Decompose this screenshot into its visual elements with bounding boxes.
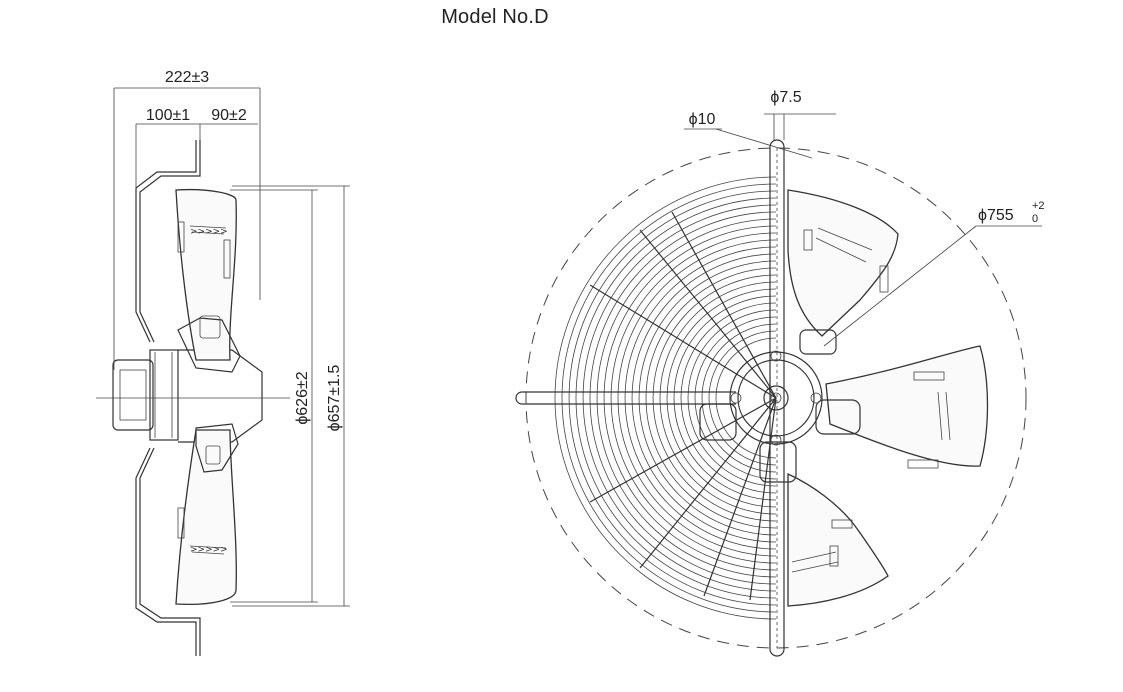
dim-ring-tol-lower: 0 bbox=[1032, 213, 1038, 225]
guard-ring bbox=[575, 197, 777, 599]
guard-ring bbox=[603, 225, 777, 571]
svg-text:>>>>>: >>>>> bbox=[190, 227, 228, 237]
guard-rings bbox=[554, 176, 777, 620]
dim-inner-diameter: ϕ626±2 bbox=[294, 371, 311, 424]
guard-ring bbox=[652, 274, 777, 522]
guard-ring bbox=[673, 295, 777, 501]
guard-ring bbox=[638, 260, 777, 536]
guard-ring bbox=[708, 330, 777, 466]
guard-ring bbox=[582, 204, 777, 592]
guard-ring bbox=[666, 288, 777, 508]
dim-outer-diameter: ϕ657±1.5 bbox=[326, 365, 343, 432]
dim-width-a: 100±1 bbox=[146, 107, 190, 124]
guard-ring bbox=[715, 337, 777, 459]
svg-text:>>>>>: >>>>> bbox=[190, 545, 228, 555]
dim-hole-diameter: ϕ10 bbox=[689, 111, 716, 128]
guard-ring bbox=[631, 253, 777, 543]
front-view: ϕ7.5 ϕ10 ϕ755 +2 0 bbox=[515, 89, 1045, 657]
dim-total-width: 222±3 bbox=[165, 69, 209, 86]
guard-ring bbox=[687, 309, 777, 487]
guard-ring bbox=[617, 239, 777, 557]
guard-ring bbox=[701, 323, 777, 473]
guard-ring bbox=[554, 176, 777, 620]
guard-ring bbox=[659, 281, 777, 515]
guard-ring bbox=[680, 302, 777, 494]
guard-ring bbox=[645, 267, 777, 529]
guard-ring bbox=[568, 190, 777, 606]
guard-ring bbox=[610, 232, 777, 564]
guard-ring bbox=[561, 183, 777, 613]
page-title: Model No.D bbox=[441, 6, 549, 28]
dim-shaft-diameter: ϕ7.5 bbox=[770, 89, 801, 106]
guard-rods bbox=[589, 211, 777, 601]
guard-ring bbox=[694, 316, 777, 480]
guard-ring bbox=[624, 246, 777, 550]
dim-width-b: 90±2 bbox=[211, 107, 247, 124]
guard-ring bbox=[589, 211, 777, 585]
dim-ring-diameter: ϕ755 bbox=[978, 207, 1014, 224]
guard-ring bbox=[596, 218, 777, 578]
side-view: 222±3 100±1 90±2 >>>>> >>>>> bbox=[96, 69, 350, 656]
dim-ring-tol-upper: +2 bbox=[1032, 200, 1045, 212]
outer-ring-circle bbox=[525, 147, 1027, 649]
